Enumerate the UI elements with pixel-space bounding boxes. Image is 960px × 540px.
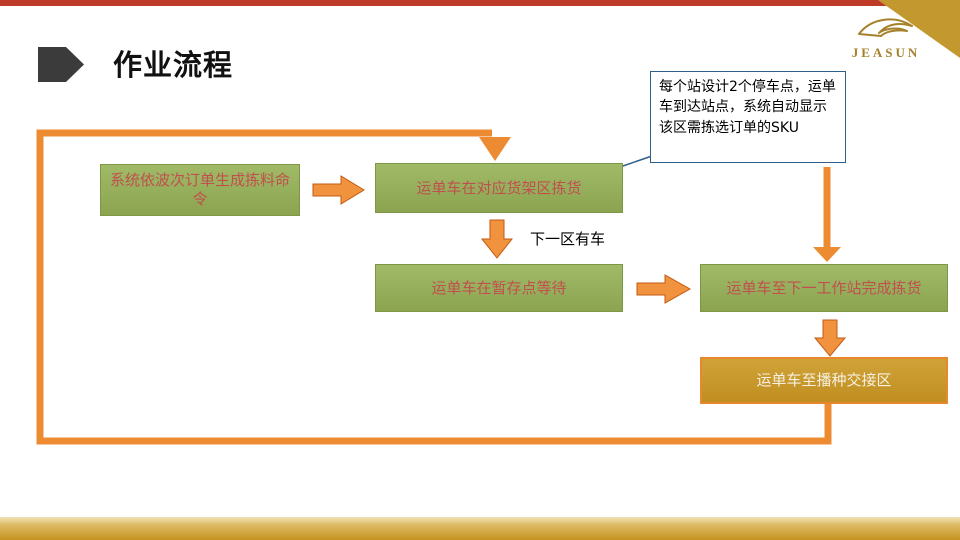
logo: JEASUN (843, 14, 929, 61)
flow-node-label: 运单车在对应货架区拣货 (416, 178, 582, 197)
flow-node-label: 系统依波次订单生成拣料命令 (109, 171, 290, 208)
flow-node-label: 运单车至下一工作站完成拣货 (726, 278, 922, 297)
arrow-down-1-icon (480, 219, 514, 259)
edge-label-next-zone: 下一区有车 (530, 230, 606, 248)
corner-triangle-decoration (878, 0, 960, 58)
flow-node-wait-at-buffer: 运单车在暂存点等待 (375, 264, 623, 312)
flow-node-pick-at-rack: 运单车在对应货架区拣货 (375, 163, 623, 213)
callout-note: 每个站设计2个停车点，运单车到达站点，系统自动显示该区需拣选订单的SKU (650, 71, 846, 163)
page-title: 作业流程 (113, 48, 234, 82)
right-arrowhead-down-icon (813, 247, 841, 262)
flow-node-label: 运单车至播种交接区 (756, 371, 892, 390)
callout-leader-line (619, 155, 653, 168)
arrow-down-2-icon (813, 319, 847, 357)
bird-swoosh-icon (858, 18, 913, 37)
flow-node-to-seeding-area: 运单车至播种交接区 (700, 357, 948, 404)
arrow-right-1-icon (312, 175, 365, 205)
arrow-right-2-icon (636, 274, 692, 304)
title-bullet-icon (38, 47, 84, 82)
right-vertical-connector (813, 167, 841, 262)
bottom-accent-bar (0, 517, 960, 540)
logo-text: JEASUN (851, 45, 921, 60)
loop-arrowhead-down-icon (479, 137, 511, 161)
flow-node-label: 运单车在暂存点等待 (431, 278, 567, 297)
return-loop-connector (36, 129, 832, 445)
flow-node-next-station-pick: 运单车至下一工作站完成拣货 (700, 264, 948, 312)
top-accent-bar (0, 0, 960, 6)
flow-node-generate-order: 系统依波次订单生成拣料命令 (100, 164, 300, 216)
